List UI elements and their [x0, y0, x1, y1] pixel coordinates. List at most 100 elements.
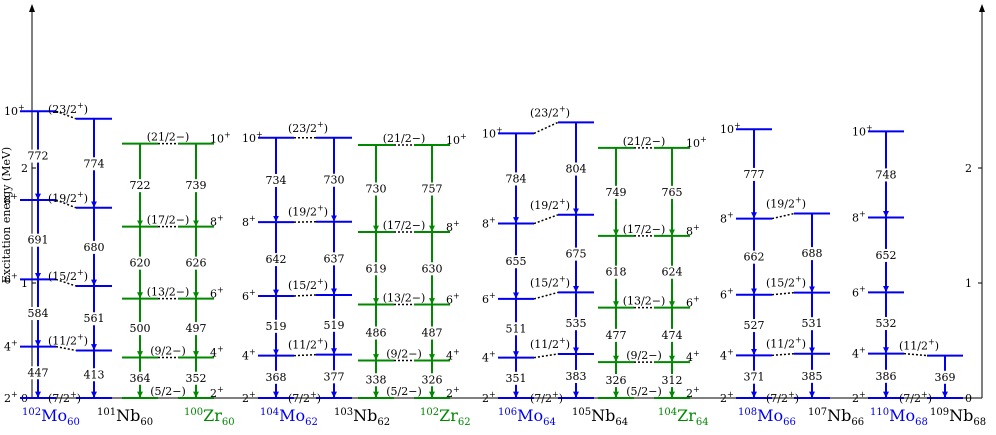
zr-left-gamma-energy: 722: [130, 179, 151, 192]
zr-left-spin-label: (13/2−): [147, 286, 190, 299]
nb-spin-label: (7/2+): [288, 390, 321, 405]
nb-spin-label: (19/2+): [48, 190, 88, 205]
zr-right-gamma-energy: 352: [186, 372, 207, 385]
nb-gamma-energy: 804: [566, 163, 587, 176]
mo-gamma-energy: 748: [876, 168, 897, 181]
nb-gamma-energy: 637: [324, 252, 345, 265]
mo-spin-label: 2+: [242, 390, 256, 405]
nb-spin-label: (15/2+): [48, 268, 88, 283]
zr-left-spin-label: (13/2−): [383, 292, 426, 305]
mo-gamma-energy: 642: [266, 253, 287, 266]
right-tick-label: 2: [965, 162, 972, 175]
mo-gamma-energy: 691: [28, 234, 49, 247]
nb-nuclide-label: 107Nb66: [808, 406, 864, 428]
nb-spin-label: (23/2+): [288, 120, 328, 135]
mo-spin-label: 4+: [720, 347, 734, 362]
zr-left-gamma-energy: 619: [366, 262, 387, 275]
nb-spin-label: (7/2+): [766, 390, 799, 405]
mo-gamma-energy: 532: [876, 317, 897, 330]
nb-spin-label: (19/2+): [766, 196, 806, 211]
mo-spin-label: 2+: [852, 390, 866, 405]
zr-right-gamma-energy: 497: [186, 322, 207, 335]
mo-gamma-energy: 734: [266, 174, 287, 187]
nb-nuclide-label: 103Nb62: [334, 406, 390, 428]
mo-nb-connector: [534, 292, 558, 298]
mo-nb-connector: [534, 122, 558, 133]
nb-spin-label: (23/2+): [530, 104, 570, 119]
mo-gamma-energy: 447: [28, 366, 49, 379]
mo-gamma-energy: 371: [744, 371, 765, 384]
y-axis-label: Excitation energy (MeV): [0, 147, 13, 283]
nb-nuclide-label: 109Nb68: [930, 406, 986, 428]
zr-right-spin-label: 4+: [446, 348, 460, 363]
zr-left-gamma-energy: 749: [606, 186, 627, 199]
zr-nuclide-label: 104Zr64: [658, 406, 709, 428]
mo-gamma-energy: 351: [506, 372, 527, 385]
right-axis-arrowhead: [979, 4, 985, 12]
mo-spin-label: 2+: [720, 390, 734, 405]
mo-nuclide-label: 102Mo60: [22, 406, 80, 428]
nb-gamma-energy: 413: [84, 368, 105, 381]
nb-nuclide-label: 105Nb64: [572, 406, 628, 428]
nb-spin-label: (19/2+): [288, 204, 328, 219]
mo-spin-label: 10+: [720, 121, 741, 136]
zr-left-spin-label: (21/2−): [147, 131, 190, 144]
mo-spin-label: 8+: [720, 211, 734, 226]
zr-left-gamma-energy: 486: [366, 327, 387, 340]
zr-right-spin-label: 6+: [210, 286, 224, 301]
left-tick-label: 2: [21, 162, 28, 175]
mo-nuclide-label: 106Mo64: [498, 406, 556, 428]
nb-spin-label: (23/2+): [48, 101, 88, 116]
mo-spin-label: 4+: [4, 339, 18, 354]
zr-left-spin-label: (5/2−): [626, 385, 662, 398]
mo-spin-label: 8+: [4, 192, 18, 207]
zr-nuclide-label: 100Zr60: [184, 406, 235, 428]
zr-left-spin-label: (5/2−): [386, 385, 422, 398]
zr-right-spin-label: 10+: [210, 131, 231, 146]
mo-nuclide-label: 110Mo68: [870, 406, 928, 428]
zr-left-gamma-energy: 500: [130, 322, 151, 335]
mo-gamma-energy: 662: [744, 251, 765, 264]
nb-spin-label: (11/2+): [530, 336, 570, 351]
zr-right-spin-label: 8+: [446, 219, 460, 234]
nb-gamma-energy: 680: [84, 241, 105, 254]
nb-spin-label: (7/2+): [530, 390, 563, 405]
zr-right-spin-label: 8+: [210, 214, 224, 229]
mo-gamma-energy: 655: [506, 255, 527, 268]
mo-spin-label: 10+: [482, 125, 503, 140]
mo-gamma-energy: 777: [744, 168, 765, 181]
zr-right-gamma-energy: 739: [186, 179, 207, 192]
nb-gamma-energy: 383: [566, 370, 587, 383]
mo-spin-label: 4+: [242, 348, 256, 363]
zr-left-gamma-energy: 618: [606, 266, 627, 279]
zr-left-gamma-energy: 338: [366, 373, 387, 386]
mo-spin-label: 2+: [4, 390, 18, 405]
zr-left-spin-label: (17/2−): [383, 219, 426, 232]
left-axis-arrowhead: [29, 4, 35, 12]
zr-right-spin-label: 10+: [686, 135, 707, 150]
zr-right-gamma-energy: 765: [662, 186, 683, 199]
zr-left-gamma-energy: 620: [130, 257, 151, 270]
nb-gamma-energy: 385: [802, 370, 823, 383]
nb-nuclide-label: 101Nb60: [97, 406, 153, 428]
zr-left-spin-label: (17/2−): [147, 214, 190, 227]
zr-right-spin-label: 8+: [686, 223, 700, 238]
nb-spin-label: (19/2+): [530, 197, 570, 212]
mo-gamma-energy: 386: [876, 370, 897, 383]
zr-right-gamma-energy: 487: [422, 327, 443, 340]
nb-spin-label: (11/2+): [766, 336, 806, 351]
nb-spin-label: (11/2+): [288, 337, 328, 352]
mo-spin-label: 6+: [482, 291, 496, 306]
mo-spin-label: 6+: [720, 287, 734, 302]
nb-gamma-energy: 535: [566, 317, 587, 330]
zr-left-spin-label: (17/2−): [623, 223, 666, 236]
mo-gamma-energy: 519: [266, 320, 287, 333]
mo-spin-label: 6+: [4, 271, 18, 286]
mo-nuclide-label: 104Mo62: [260, 406, 318, 428]
nb-gamma-energy: 519: [324, 319, 345, 332]
mo-gamma-energy: 784: [506, 172, 527, 185]
nb-spin-label: (7/2+): [48, 390, 81, 405]
mo-nb-connector: [772, 354, 794, 356]
zr-left-spin-label: (13/2−): [623, 295, 666, 308]
